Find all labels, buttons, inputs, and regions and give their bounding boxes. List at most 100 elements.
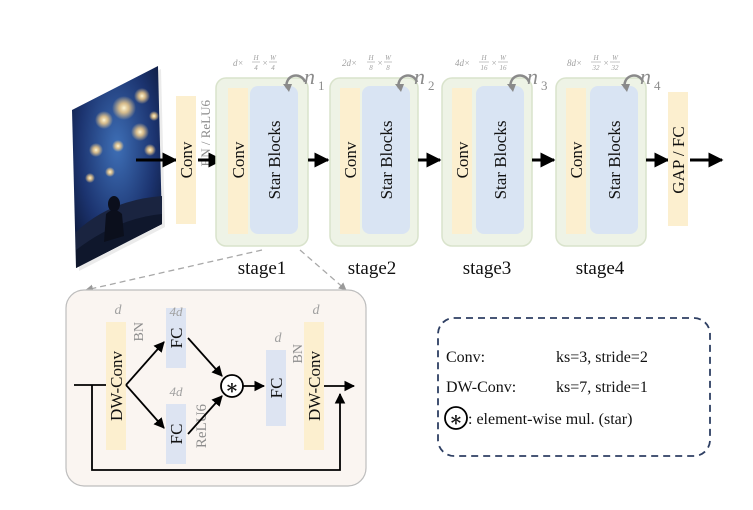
fc-top-to-star <box>187 337 223 377</box>
legend-dwconv-key: DW-Conv: <box>446 379 516 396</box>
legend-star-symbol: ∗ <box>449 409 463 431</box>
fc-out-box <box>266 350 286 426</box>
svg-text:H: H <box>367 54 374 62</box>
stage3-repeat-symbol: n <box>527 64 538 89</box>
stage4-star-blocks-label: Star Blocks <box>605 121 624 200</box>
svg-text:16: 16 <box>481 64 489 72</box>
dw-conv-2-label: DW-Conv <box>305 351 324 421</box>
svg-text:W: W <box>385 54 392 62</box>
stage3-star-blocks-box <box>476 86 524 234</box>
svg-text:W: W <box>270 54 277 62</box>
residual-connection <box>91 385 346 471</box>
stage4-repeat-icon: n 4 <box>621 64 661 93</box>
svg-text:d×: d× <box>233 58 244 68</box>
dw-conv-2-dim: d <box>313 303 321 318</box>
stage-4: Conv Star Blocks stage4 8d× H 32 × W 32 … <box>555 54 661 279</box>
branch-to-fc-top <box>125 341 165 386</box>
dw-conv-1-bn: BN <box>132 322 147 341</box>
stage4-repeat-sub: 4 <box>654 78 661 93</box>
fc-bottom-dim: 4d <box>170 384 184 399</box>
legend-conv-value: ks=3, stride=2 <box>556 349 648 366</box>
detail-connector-right <box>299 249 347 291</box>
stage2-conv-box <box>340 88 360 234</box>
stage2-label: stage2 <box>348 258 397 279</box>
stem-conv-box <box>176 96 196 224</box>
svg-text:8: 8 <box>386 64 390 72</box>
stage2-conv-label: Conv <box>341 141 360 178</box>
stage4-star-blocks-box <box>590 86 638 234</box>
svg-text:4d×: 4d× <box>455 58 470 68</box>
stage4-repeat-symbol: n <box>640 64 651 89</box>
stage1-label: stage1 <box>238 258 287 279</box>
stage4-conv-box <box>566 88 586 234</box>
svg-text:W: W <box>500 54 507 62</box>
stage1-repeat-symbol: n <box>304 64 315 89</box>
stem-conv-block: Conv BN / ReLU6 <box>176 96 213 224</box>
stage1-repeat-sub: 1 <box>318 78 325 93</box>
stem-conv-label: Conv <box>177 141 196 178</box>
legend-dwconv-value: ks=7, stride=1 <box>556 379 648 396</box>
svg-text:×: × <box>377 58 383 68</box>
stage3-repeat-sub: 3 <box>541 78 548 93</box>
stage-2: Conv Star Blocks stage2 2d× H 8 × W 8 n … <box>329 54 435 279</box>
fc-bottom-to-star <box>187 395 223 435</box>
star-block-detail: DW-Conv d BN FC 4d FC 4d ReLU6 ∗ FC d BN… <box>65 289 367 487</box>
stage-3: Conv Star Blocks stage3 4d× H 16 × W 16 … <box>441 54 548 279</box>
fc-out-bn: BN <box>291 344 306 363</box>
star-block-detail-panel <box>65 289 367 487</box>
stage2-repeat-sub: 2 <box>428 78 435 93</box>
head-block: GAP / FC <box>668 92 688 226</box>
stage2-star-blocks-box <box>362 86 410 234</box>
stage3-label: stage3 <box>463 258 512 279</box>
svg-text:W: W <box>612 54 619 62</box>
fc-out-dim: d <box>275 331 283 346</box>
stage3-dims: 4d× H 16 × W 16 <box>455 54 508 72</box>
svg-text:16: 16 <box>500 64 508 72</box>
legend-box <box>437 317 711 457</box>
stage4-conv-label: Conv <box>567 141 586 178</box>
svg-text:H: H <box>592 54 599 62</box>
svg-text:8: 8 <box>369 64 373 72</box>
stage2-repeat-symbol: n <box>414 64 425 89</box>
stage1-star-blocks-box <box>250 86 298 234</box>
branch-to-fc-bottom <box>125 384 165 429</box>
svg-text:2d×: 2d× <box>342 58 357 68</box>
stage3-star-blocks-label: Star Blocks <box>491 121 510 200</box>
fc-top-box <box>166 308 186 368</box>
stage2-dims: 2d× H 8 × W 8 <box>342 54 392 72</box>
stage1-dims: d× H 4 × W 4 <box>233 54 277 72</box>
legend-star-icon <box>444 406 468 430</box>
svg-text:H: H <box>252 54 259 62</box>
dw-conv-1-label: DW-Conv <box>107 351 126 421</box>
svg-text:32: 32 <box>592 64 601 72</box>
svg-text:×: × <box>262 58 268 68</box>
svg-text:8d×: 8d× <box>567 58 582 68</box>
stage1-conv-box <box>228 88 248 234</box>
stage1-conv-label: Conv <box>229 141 248 178</box>
stage4-label: stage4 <box>576 258 625 279</box>
fc-bottom-box <box>166 404 186 464</box>
svg-text:4: 4 <box>254 64 258 72</box>
svg-text:H: H <box>480 54 487 62</box>
legend-star-value: : element-wise mul. (star) <box>468 411 632 428</box>
dw-conv-1-dim: d <box>115 303 123 318</box>
stage3-conv-box <box>452 88 472 234</box>
stage4-dims: 8d× H 32 × W 32 <box>567 54 620 72</box>
stage-1: Conv Star Blocks stage1 d× H 4 × W 4 n 1 <box>215 54 325 279</box>
dw-conv-1-box <box>106 322 126 450</box>
gap-fc-label: GAP / FC <box>669 126 688 193</box>
svg-text:4: 4 <box>271 64 275 72</box>
legend-conv-key: Conv: <box>446 349 485 366</box>
svg-text:×: × <box>603 58 609 68</box>
stage1-star-blocks-label: Star Blocks <box>265 121 284 200</box>
gap-fc-box <box>668 92 688 226</box>
stage1-repeat-icon: n 1 <box>283 64 325 93</box>
stage2-repeat-icon: n 2 <box>395 64 435 93</box>
svg-text:×: × <box>491 58 497 68</box>
svg-text:32: 32 <box>611 64 620 72</box>
starry-night-photo-icon <box>72 66 165 271</box>
stem-bn-relu-label: BN / ReLU6 <box>198 100 213 167</box>
detail-connector-left <box>85 249 263 293</box>
